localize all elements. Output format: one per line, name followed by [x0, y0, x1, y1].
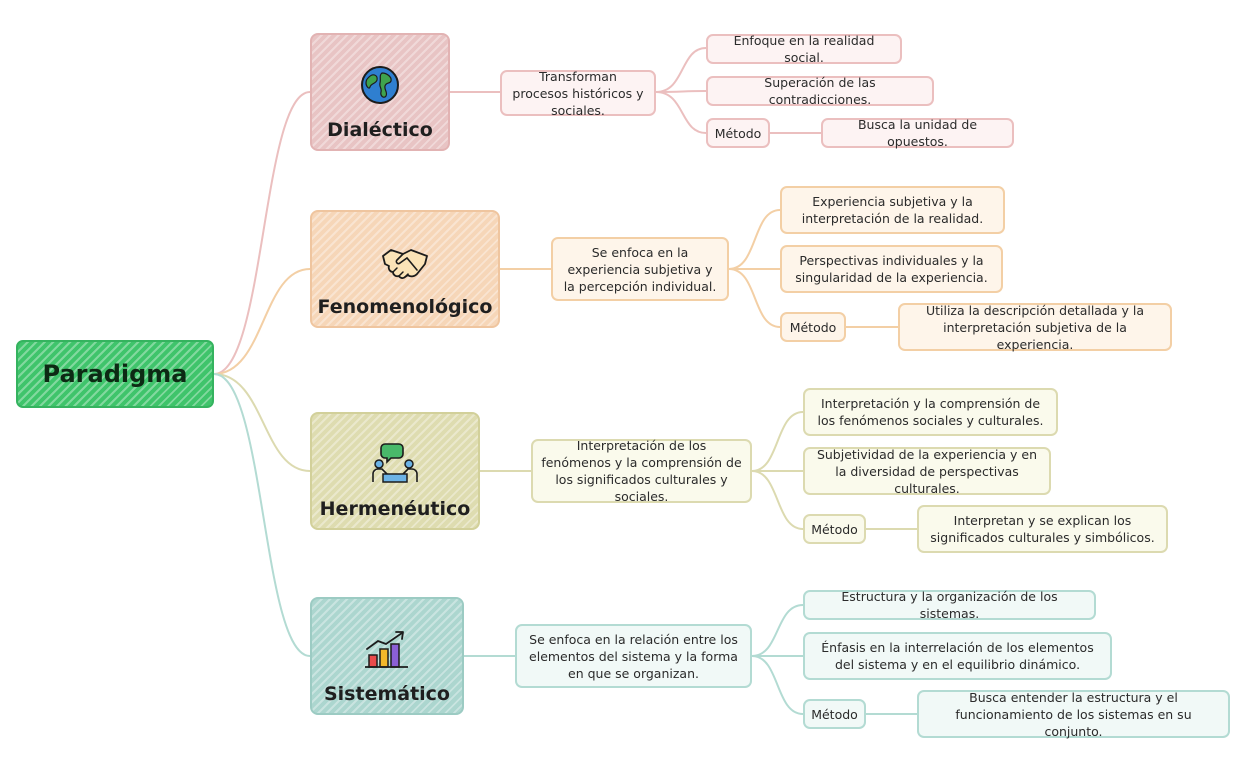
method-label: Método	[811, 521, 858, 537]
item-text: Énfasis en la interrelación de los eleme…	[821, 640, 1094, 672]
item-text: Superación de las contradicciones.	[764, 75, 876, 107]
method-node[interactable]: Busca la unidad de opuestos.	[821, 117, 1014, 149]
method-label: Método	[714, 125, 762, 141]
item-node[interactable]: Subjetividad de la experiencia y en la d…	[803, 446, 1051, 496]
branch-sistematico[interactable]: Sistemático	[310, 597, 464, 715]
summary-text: Interpretación de los fenómenos y la com…	[541, 438, 742, 504]
summary-text: Se enfoca en la experiencia subjetiva y …	[563, 244, 717, 294]
method-label-node[interactable]: Método	[803, 514, 866, 544]
summary-text: Se enfoca en la relación entre los eleme…	[529, 631, 738, 681]
item-text: Experiencia subjetiva y la interpretació…	[801, 194, 984, 226]
branch-hermeneutico[interactable]: Hermenéutico	[310, 412, 480, 530]
method-node[interactable]: Busca entender la estructura y el funcio…	[917, 689, 1230, 739]
item-text: Interpretación y la comprensión de los f…	[817, 396, 1044, 428]
item-node[interactable]: Enfoque en la realidad social.	[706, 33, 902, 65]
method-text: Utiliza la descripción detallada y la in…	[925, 302, 1145, 352]
globe-icon	[360, 65, 400, 108]
item-node[interactable]: Interpretación y la comprensión de los f…	[803, 388, 1058, 436]
method-node[interactable]: Interpretan y se explican los significad…	[917, 505, 1168, 553]
branch-label: Dialéctico	[327, 119, 433, 141]
method-text: Busca entender la estructura y el funcio…	[955, 689, 1192, 739]
bar-chart-icon	[364, 629, 410, 672]
method-label: Método	[811, 706, 858, 722]
summary-node[interactable]: Se enfoca en la relación entre los eleme…	[515, 624, 752, 688]
summary-text: Transforman procesos históricos y social…	[512, 68, 644, 118]
handshake-icon	[381, 244, 429, 285]
item-text: Enfoque en la realidad social.	[733, 33, 875, 65]
branch-dialectico[interactable]: Dialéctico	[310, 33, 450, 151]
item-node[interactable]: Énfasis en la interrelación de los eleme…	[803, 632, 1112, 680]
branch-fenomenologico[interactable]: Fenomenológico	[310, 210, 500, 328]
method-node[interactable]: Utiliza la descripción detallada y la in…	[898, 302, 1172, 352]
method-text: Busca la unidad de opuestos.	[857, 117, 978, 149]
item-text: Subjetividad de la experiencia y en la d…	[816, 446, 1038, 496]
summary-node[interactable]: Interpretación de los fenómenos y la com…	[531, 438, 752, 504]
summary-node[interactable]: Se enfoca en la experiencia subjetiva y …	[551, 237, 729, 301]
branch-label: Fenomenológico	[317, 296, 493, 318]
item-node[interactable]: Estructura y la organización de los sist…	[803, 589, 1096, 621]
method-label-node[interactable]: Método	[706, 118, 770, 148]
summary-node[interactable]: Transforman procesos históricos y social…	[500, 68, 656, 118]
branch-label: Sistemático	[323, 683, 450, 705]
root-node[interactable]: Paradigma	[16, 340, 214, 408]
method-label: Método	[789, 319, 837, 335]
method-label-node[interactable]: Método	[780, 312, 846, 342]
item-node[interactable]: Experiencia subjetiva y la interpretació…	[780, 186, 1005, 234]
branch-label: Hermenéutico	[319, 498, 471, 520]
method-label-node[interactable]: Método	[803, 699, 866, 729]
item-text: Estructura y la organización de los sist…	[841, 589, 1058, 621]
root-label: Paradigma	[42, 359, 188, 388]
method-text: Interpretan y se explican los significad…	[930, 513, 1155, 545]
item-node[interactable]: Superación de las contradicciones.	[706, 75, 934, 107]
conversation-icon	[371, 442, 419, 487]
item-node[interactable]: Perspectivas individuales y la singulari…	[780, 245, 1003, 293]
item-text: Perspectivas individuales y la singulari…	[795, 253, 988, 285]
